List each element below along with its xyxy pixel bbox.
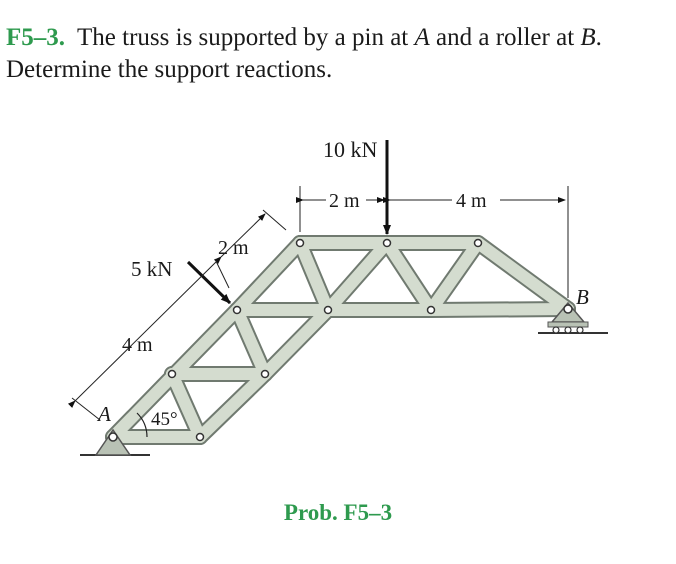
problem-text-3: .	[595, 24, 602, 51]
problem-number: F5–3.	[6, 24, 66, 51]
angle-label: 45°	[151, 409, 178, 430]
problem-text-2: and a roller at	[429, 24, 581, 51]
dim-2m-diag-label: 2 m	[218, 237, 249, 259]
problem-line-2: Determine the support reactions.	[6, 56, 333, 83]
truss-members	[105, 235, 576, 445]
pin-support-a	[94, 428, 132, 456]
support-a-label: A	[96, 402, 111, 426]
dim-2m-top-label: 2 m	[329, 190, 360, 212]
load-5kn-label: 5 kN	[131, 257, 172, 281]
diagonal-dimension-lines	[67, 209, 287, 421]
load-5kn-arrow	[186, 260, 232, 305]
figure-caption: Prob. F5–3	[283, 500, 393, 525]
point-b-label: B	[580, 24, 596, 51]
top-dimension-lines	[296, 186, 569, 298]
dim-4m-top-label: 4 m	[456, 190, 487, 212]
angle-arc	[136, 412, 148, 438]
problem-statement: F5–3.The truss is supported by a pin at …	[6, 22, 672, 86]
dim-4m-diag-label: 4 m	[122, 334, 153, 356]
roller-support-b	[547, 301, 589, 334]
problem-text-1: The truss is supported by a pin at	[77, 24, 415, 51]
support-b-label: B	[576, 285, 589, 309]
point-a-label: A	[414, 24, 430, 51]
problem-line-1: F5–3.The truss is supported by a pin at …	[6, 22, 672, 54]
load-10kn-label: 10 kN	[323, 137, 378, 162]
